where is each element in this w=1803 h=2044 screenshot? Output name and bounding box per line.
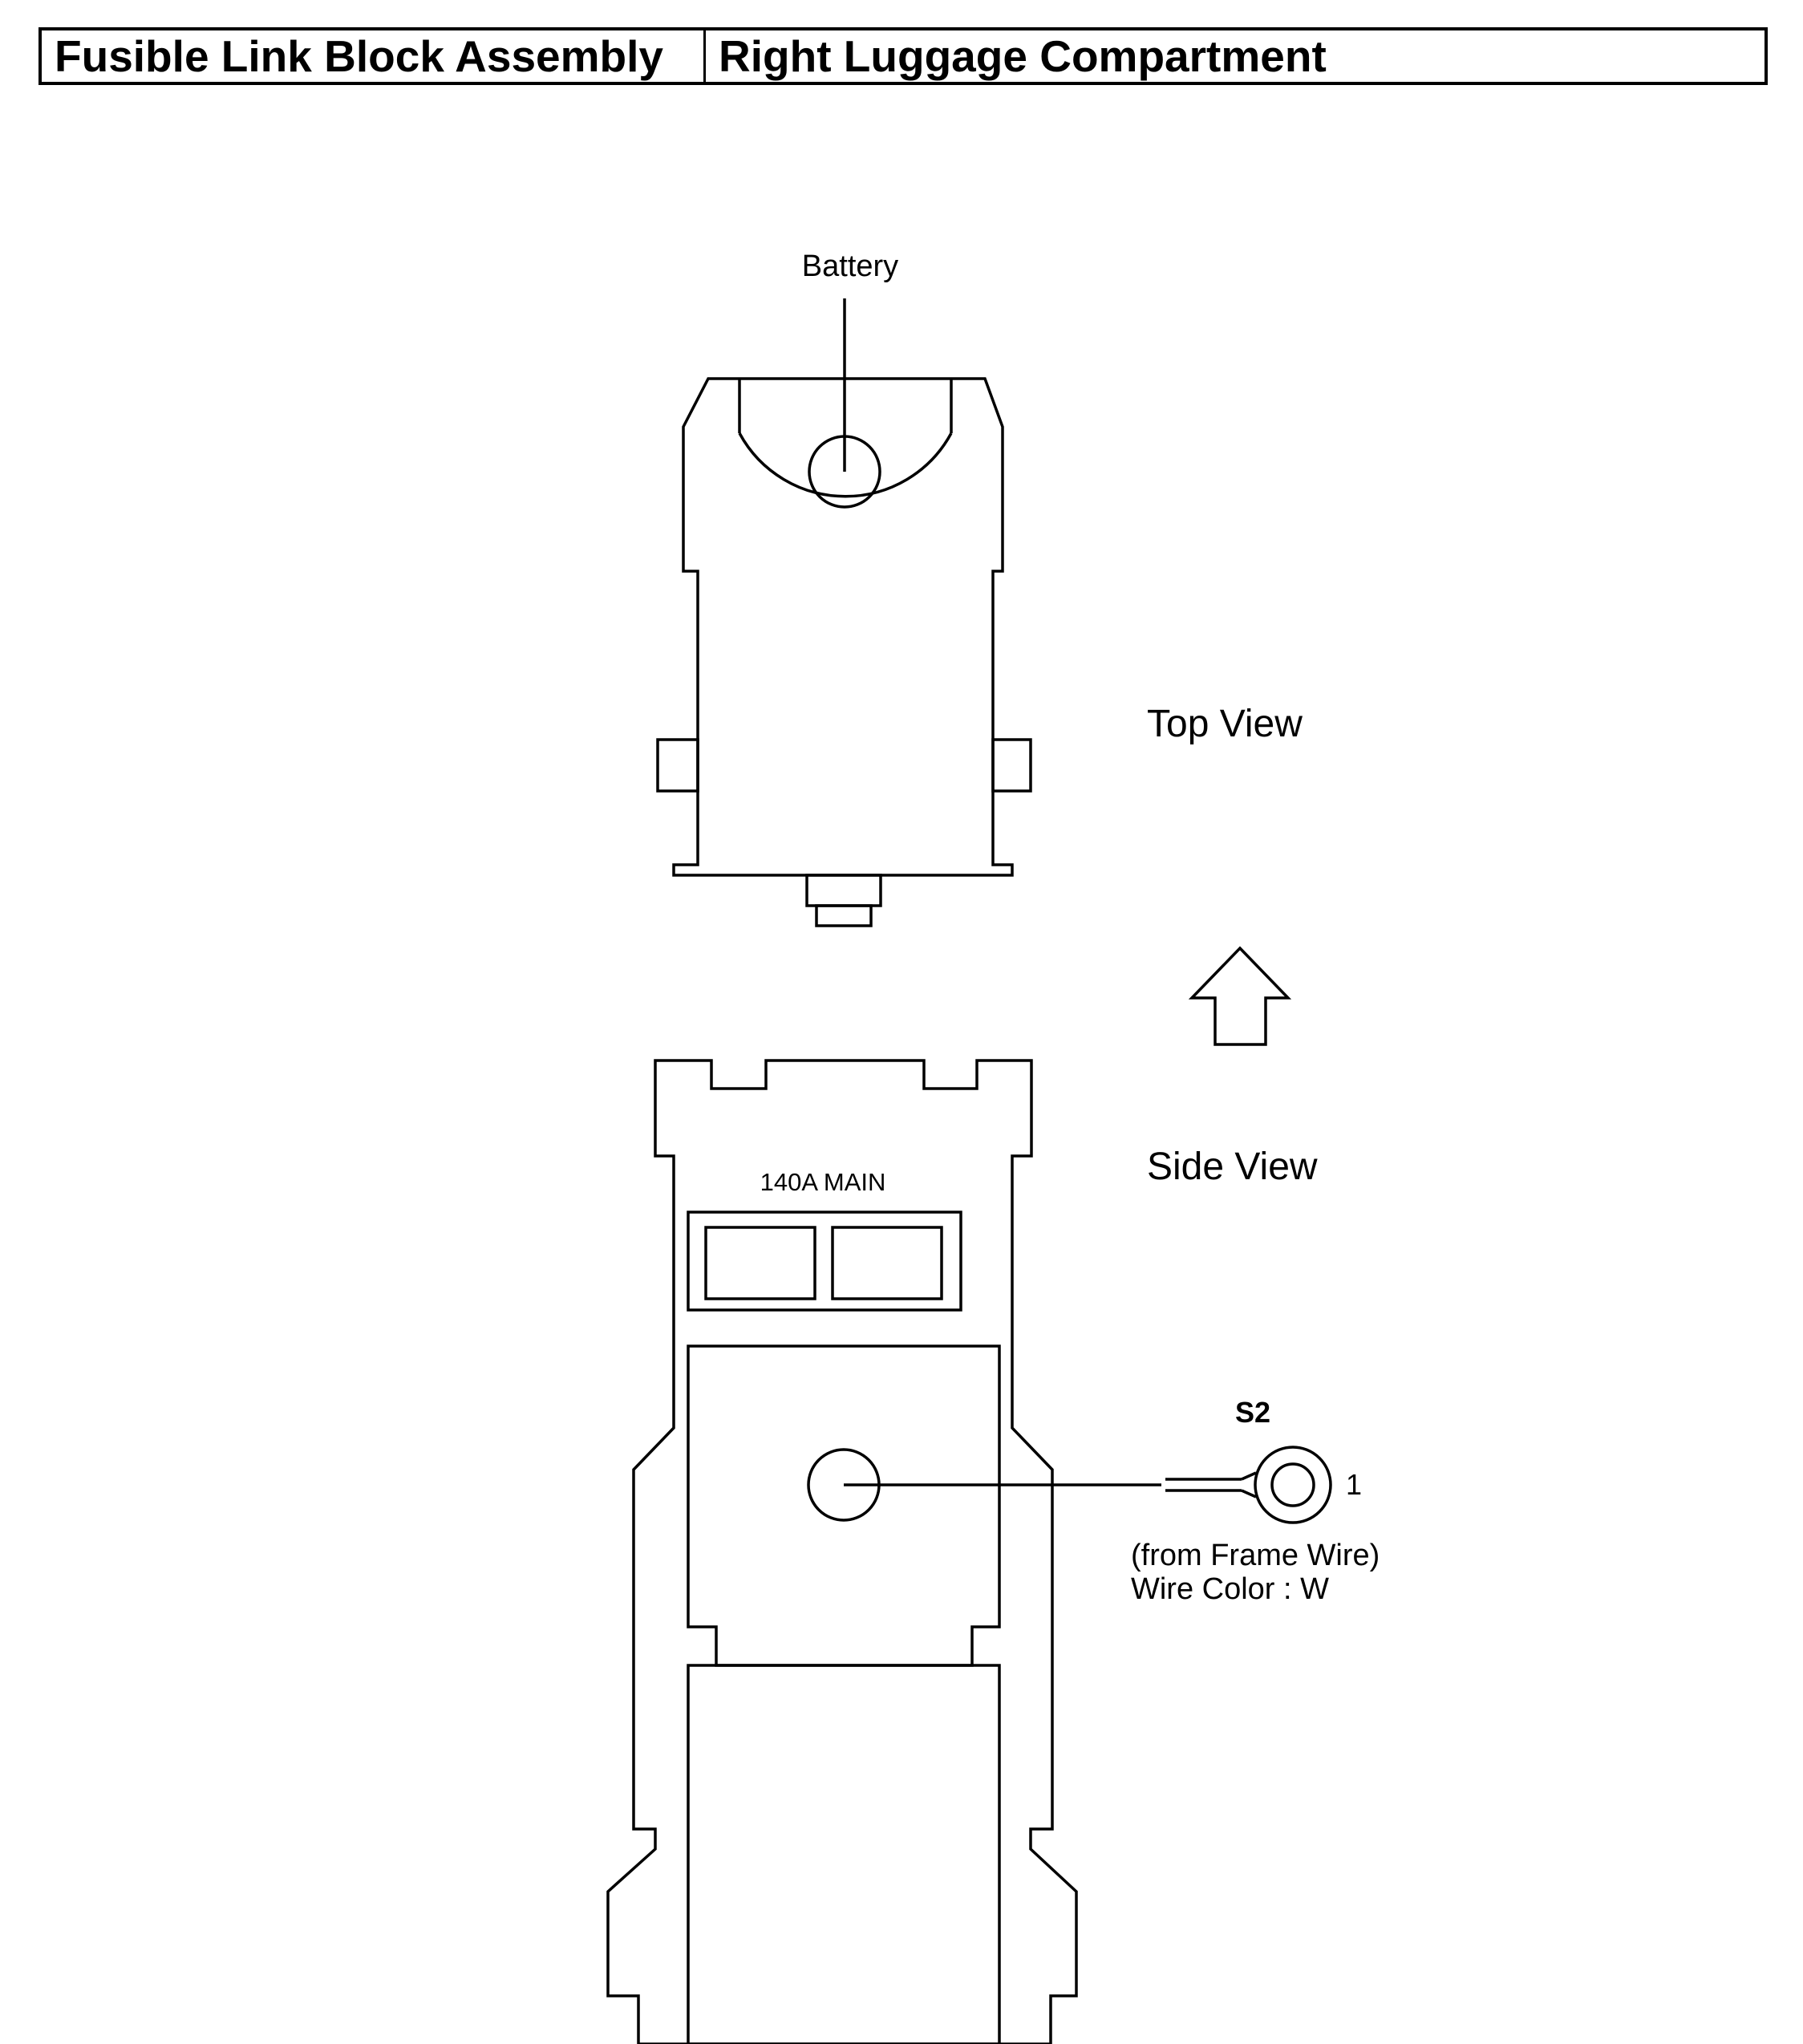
side-view-body bbox=[606, 1059, 1078, 2044]
fuse-label: 140A MAIN bbox=[760, 1168, 886, 1196]
wire-source-note: (from Frame Wire) bbox=[1131, 1539, 1380, 1572]
connector-id: S2 bbox=[1235, 1396, 1270, 1429]
top-view-body bbox=[672, 377, 1014, 877]
fuse-holder bbox=[687, 1211, 962, 1312]
ring-terminal-icon bbox=[1254, 1446, 1332, 1524]
side-view-lower-housing bbox=[687, 1664, 1001, 2044]
up-arrow-icon bbox=[1188, 946, 1292, 1046]
side-view-label: Side View bbox=[1147, 1146, 1318, 1188]
top-view-bottom-connector bbox=[805, 874, 882, 907]
side-view-terminal-plate bbox=[687, 1344, 1001, 1667]
connector-pin-number: 1 bbox=[1346, 1468, 1362, 1501]
component-location: Right Luggage Compartment bbox=[719, 31, 1327, 81]
top-view-bottom-connector-tip bbox=[815, 904, 873, 927]
battery-label: Battery bbox=[802, 249, 898, 283]
header-table: Fusible Link Block Assembly Right Luggag… bbox=[38, 27, 1768, 85]
top-view-left-tab bbox=[656, 738, 699, 793]
fuse-window-left bbox=[704, 1226, 816, 1300]
top-view-right-tab bbox=[991, 738, 1032, 793]
wire-color-note: Wire Color : W bbox=[1131, 1572, 1329, 1606]
ring-terminal-hole bbox=[1270, 1462, 1315, 1507]
top-view-drawing bbox=[656, 298, 1032, 927]
side-view-drawing bbox=[606, 1059, 1332, 2044]
ring-terminal-neck bbox=[1241, 1471, 1257, 1499]
component-name: Fusible Link Block Assembly bbox=[42, 30, 706, 82]
top-view-terminal-seat bbox=[738, 432, 953, 498]
top-view-label: Top View bbox=[1147, 703, 1303, 745]
fuse-window-right bbox=[831, 1226, 943, 1300]
